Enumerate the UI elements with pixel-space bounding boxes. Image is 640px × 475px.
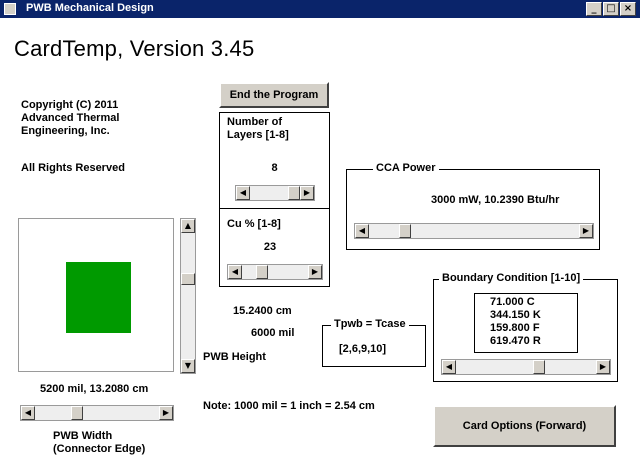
divider [220, 208, 329, 209]
left-arrow-icon[interactable]: ◀ [21, 406, 35, 420]
pwb-width-scrollbar[interactable]: ◀ ▶ [20, 405, 174, 421]
layers-scrollbar[interactable]: ◀ ▶ [235, 185, 315, 201]
down-arrow-icon[interactable]: ▼ [181, 359, 195, 373]
boundary-scrollbar[interactable]: ◀ ▶ [441, 359, 611, 375]
pwb-height-mil: 6000 mil [251, 327, 295, 339]
cu-value: 23 [263, 241, 277, 253]
right-arrow-icon[interactable]: ▶ [308, 265, 322, 279]
boundary-fahrenheit: 159.800 F [490, 322, 540, 334]
height-scroll-thumb[interactable] [181, 273, 195, 285]
right-arrow-icon[interactable]: ▶ [300, 186, 314, 200]
boundary-label: Boundary Condition [1-10] [439, 272, 584, 284]
boundary-celsius: 71.000 C [490, 296, 535, 308]
conversion-note: Note: 1000 mil = 1 inch = 2.54 cm [203, 400, 375, 412]
app-icon[interactable] [4, 3, 16, 15]
left-arrow-icon[interactable]: ◀ [355, 224, 369, 238]
app-heading: CardTemp, Version 3.45 [14, 36, 255, 61]
layers-value: 8 [271, 162, 278, 174]
tpwb-frame: Tpwb = Tcase [2,6,9,10] [322, 318, 426, 367]
pwb-width-label-line-2: (Connector Edge) [53, 443, 146, 455]
copyright-line: Copyright (C) 2011 [21, 99, 119, 111]
left-arrow-icon[interactable]: ◀ [236, 186, 250, 200]
pwb-height-cm: 15.2400 cm [233, 305, 292, 317]
cu-label: Cu % [1-8] [227, 218, 281, 230]
minimize-button[interactable]: _ [586, 2, 602, 16]
cca-power-scrollbar[interactable]: ◀ ▶ [354, 223, 594, 239]
cca-power-label: CCA Power [373, 162, 439, 174]
maximize-button[interactable]: □ [603, 2, 619, 16]
card-options-button[interactable]: Card Options (Forward) [433, 405, 616, 447]
layers-label: Number of Layers [1-8] [227, 116, 289, 142]
company-line-1: Advanced Thermal [21, 112, 120, 124]
boundary-values-box: 71.000 C 344.150 K 159.800 F 619.470 R [474, 293, 578, 353]
boundary-kelvin: 344.150 K [490, 309, 541, 321]
layers-scroll-thumb[interactable] [288, 186, 300, 200]
boundary-rankine: 619.470 R [490, 335, 541, 347]
right-arrow-icon[interactable]: ▶ [579, 224, 593, 238]
boundary-scroll-thumb[interactable] [533, 360, 545, 374]
layers-label-line-2: Layers [1-8] [227, 129, 289, 141]
left-arrow-icon[interactable]: ◀ [228, 265, 242, 279]
cu-scrollbar[interactable]: ◀ ▶ [227, 264, 323, 280]
boundary-frame: Boundary Condition [1-10] 71.000 C 344.1… [433, 272, 618, 382]
title-bar: PWB Mechanical Design _ □ × [0, 0, 640, 18]
layers-label-line-1: Number of [227, 116, 282, 128]
board-rectangle [66, 262, 131, 333]
cca-power-value: 3000 mW, 10.2390 Btu/hr [431, 194, 560, 206]
cu-scroll-thumb[interactable] [256, 265, 268, 279]
end-program-button[interactable]: End the Program [219, 82, 329, 108]
right-arrow-icon[interactable]: ▶ [159, 406, 173, 420]
power-scroll-thumb[interactable] [399, 224, 411, 238]
pwb-width-value: 5200 mil, 13.2080 cm [40, 383, 149, 395]
right-arrow-icon[interactable]: ▶ [596, 360, 610, 374]
copyright-block: Copyright (C) 2011 Advanced Thermal Engi… [21, 99, 119, 138]
window-title: PWB Mechanical Design [26, 2, 154, 14]
left-arrow-icon[interactable]: ◀ [442, 360, 456, 374]
layers-cu-frame: Number of Layers [1-8] 8 ◀ ▶ Cu % [1-8] … [219, 112, 330, 287]
pwb-width-label: PWB Width (Connector Edge) [53, 430, 145, 456]
pwb-height-label: PWB Height [203, 351, 266, 363]
up-arrow-icon[interactable]: ▲ [181, 219, 195, 233]
tpwb-label: Tpwb = Tcase [331, 318, 409, 330]
board-preview [18, 218, 174, 372]
width-scroll-thumb[interactable] [71, 406, 83, 420]
tpwb-range: [2,6,9,10] [339, 343, 387, 355]
pwb-width-label-line-1: PWB Width [53, 430, 113, 442]
company-line-2: Engineering, Inc. [21, 125, 110, 137]
rights-reserved: All Rights Reserved [21, 162, 125, 174]
pwb-height-scrollbar[interactable]: ▲ ▼ [180, 218, 196, 374]
close-button[interactable]: × [620, 2, 636, 16]
cca-power-frame: CCA Power 3000 mW, 10.2390 Btu/hr ◀ ▶ [346, 162, 600, 250]
